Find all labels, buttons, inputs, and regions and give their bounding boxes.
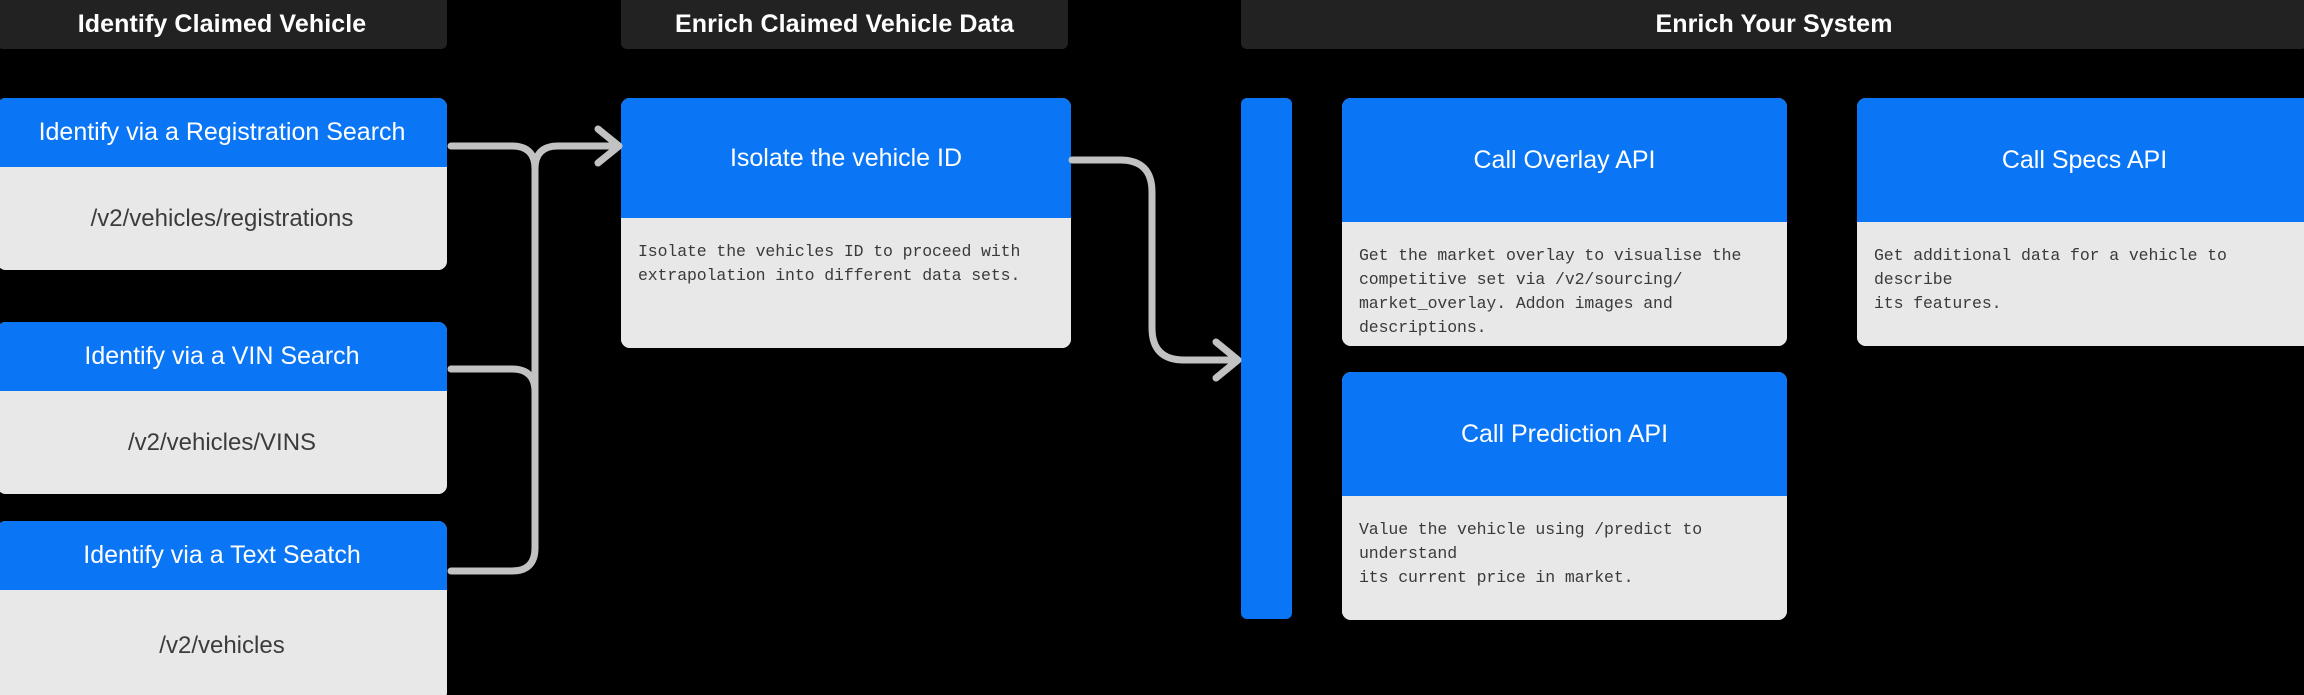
connector-isolate-to-bar bbox=[1068, 156, 1240, 364]
arrowhead-to-isolate bbox=[594, 125, 623, 167]
card-title: Call Overlay API bbox=[1342, 98, 1787, 222]
connector-to-isolate bbox=[531, 142, 622, 173]
card-title: Identify via a VIN Search bbox=[0, 322, 447, 391]
connector-left-trunk bbox=[447, 142, 539, 575]
card-description: Value the vehicle using /predict to unde… bbox=[1342, 496, 1787, 620]
card-endpoint: /v2/vehicles/VINS bbox=[0, 391, 447, 494]
card-identify-registration-search[interactable]: Identify via a Registration Search /v2/v… bbox=[0, 98, 447, 270]
lane-title-text: Enrich Claimed Vehicle Data bbox=[675, 10, 1014, 38]
card-identify-text-search[interactable]: Identify via a Text Seatch /v2/vehicles bbox=[0, 521, 447, 695]
lane-title-text: Enrich Your System bbox=[1655, 10, 1893, 38]
card-call-specs-api[interactable]: Call Specs API Get additional data for a… bbox=[1857, 98, 2304, 346]
card-title: Identify via a Registration Search bbox=[0, 98, 447, 167]
card-identify-vin-search[interactable]: Identify via a VIN Search /v2/vehicles/V… bbox=[0, 322, 447, 494]
card-call-prediction-api[interactable]: Call Prediction API Value the vehicle us… bbox=[1342, 372, 1787, 620]
card-description: Get the market overlay to visualise the … bbox=[1342, 222, 1787, 346]
lane-connector-bar bbox=[1241, 98, 1292, 619]
lane-header-identify-claimed-vehicle: Identify Claimed Vehicle bbox=[0, 0, 447, 49]
card-title: Identify via a Text Seatch bbox=[0, 521, 447, 590]
card-description: Isolate the vehicles ID to proceed with … bbox=[621, 218, 1071, 348]
lane-header-enrich-claimed-vehicle-data: Enrich Claimed Vehicle Data bbox=[621, 0, 1068, 49]
connector-vin-branch bbox=[447, 365, 539, 396]
card-title: Call Specs API bbox=[1857, 98, 2304, 222]
card-title: Call Prediction API bbox=[1342, 372, 1787, 496]
lane-header-enrich-your-system: Enrich Your System bbox=[1241, 0, 2304, 49]
arrowhead-to-bar bbox=[1212, 338, 1242, 382]
card-isolate-vehicle-id[interactable]: Isolate the vehicle ID Isolate the vehic… bbox=[621, 98, 1071, 348]
lane-title-text: Identify Claimed Vehicle bbox=[77, 10, 367, 38]
card-description: Get additional data for a vehicle to des… bbox=[1857, 222, 2304, 346]
card-endpoint: /v2/vehicles/registrations bbox=[0, 167, 447, 270]
card-title: Isolate the vehicle ID bbox=[621, 98, 1071, 218]
card-call-overlay-api[interactable]: Call Overlay API Get the market overlay … bbox=[1342, 98, 1787, 346]
card-endpoint: /v2/vehicles bbox=[0, 590, 447, 695]
